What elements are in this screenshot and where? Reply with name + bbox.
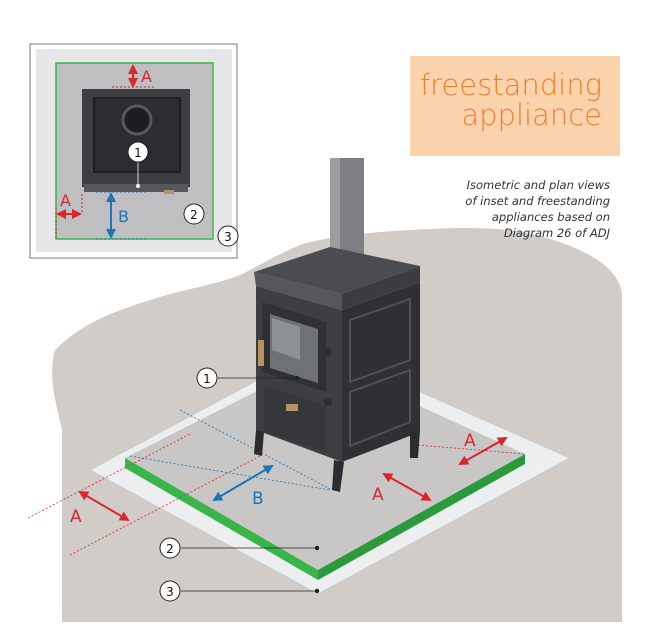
dim-a-left-arrow [78,490,130,522]
plan-callout-3-circle [217,225,239,247]
door-handle [258,340,264,366]
caption: Isometric and plan views of inset and fr… [420,177,610,241]
caption-line-2: of inset and freestanding [465,194,610,208]
callout-3-circle [159,580,181,602]
stove-leg-right [410,430,420,458]
callout-1-circle [196,367,218,389]
plan-dim-b-label: B [118,207,129,226]
dim-a-label-left: A [70,507,82,527]
title-line-2: appliance [461,98,602,132]
plan-callout-1-circle [127,141,149,163]
ash-door [264,386,326,452]
stove-leg-left [254,430,264,456]
dim-a-label-right: A [464,431,476,451]
dim-b-label: B [252,489,264,509]
callout-1-number: 1 [203,372,211,386]
caption-line-4: Diagram 26 of ADJ [503,226,610,240]
callout-3-number: 3 [166,585,174,599]
stove-side [342,282,420,462]
hearth-edge-left [125,458,318,580]
stove-top [254,247,420,294]
stove-leg-front [332,460,344,492]
callout-2-number: 2 [166,542,174,556]
dim-b-arrow [212,464,274,502]
plan-callout-3-number: 3 [224,230,232,244]
guide-red-1 [27,433,191,519]
plan-dim-a-label-left: A [60,191,71,210]
inner-hearth-2 [125,360,525,570]
title-box: freestanding appliance [410,56,620,156]
plan-flue-outlet [121,104,153,136]
dim-a-label-front: A [372,485,384,505]
plan-callout-1-number: 1 [134,146,142,160]
callout-2-circle [159,537,181,559]
plan-dim-a-label-top: A [141,67,152,86]
caption-line-1: Isometric and plan views [466,178,610,192]
plan-view-inset: A A B 1 2 3 [29,43,239,259]
plan-callout-2-number: 2 [190,208,198,222]
title-line-1: freestanding [419,68,602,102]
caption-line-3: appliances based on [491,210,610,224]
dim-a-front-arrow [382,473,432,501]
plan-callout-2-circle [183,203,205,225]
dim-a-right-arrow [458,437,508,465]
hearth-edge-right [318,454,525,580]
